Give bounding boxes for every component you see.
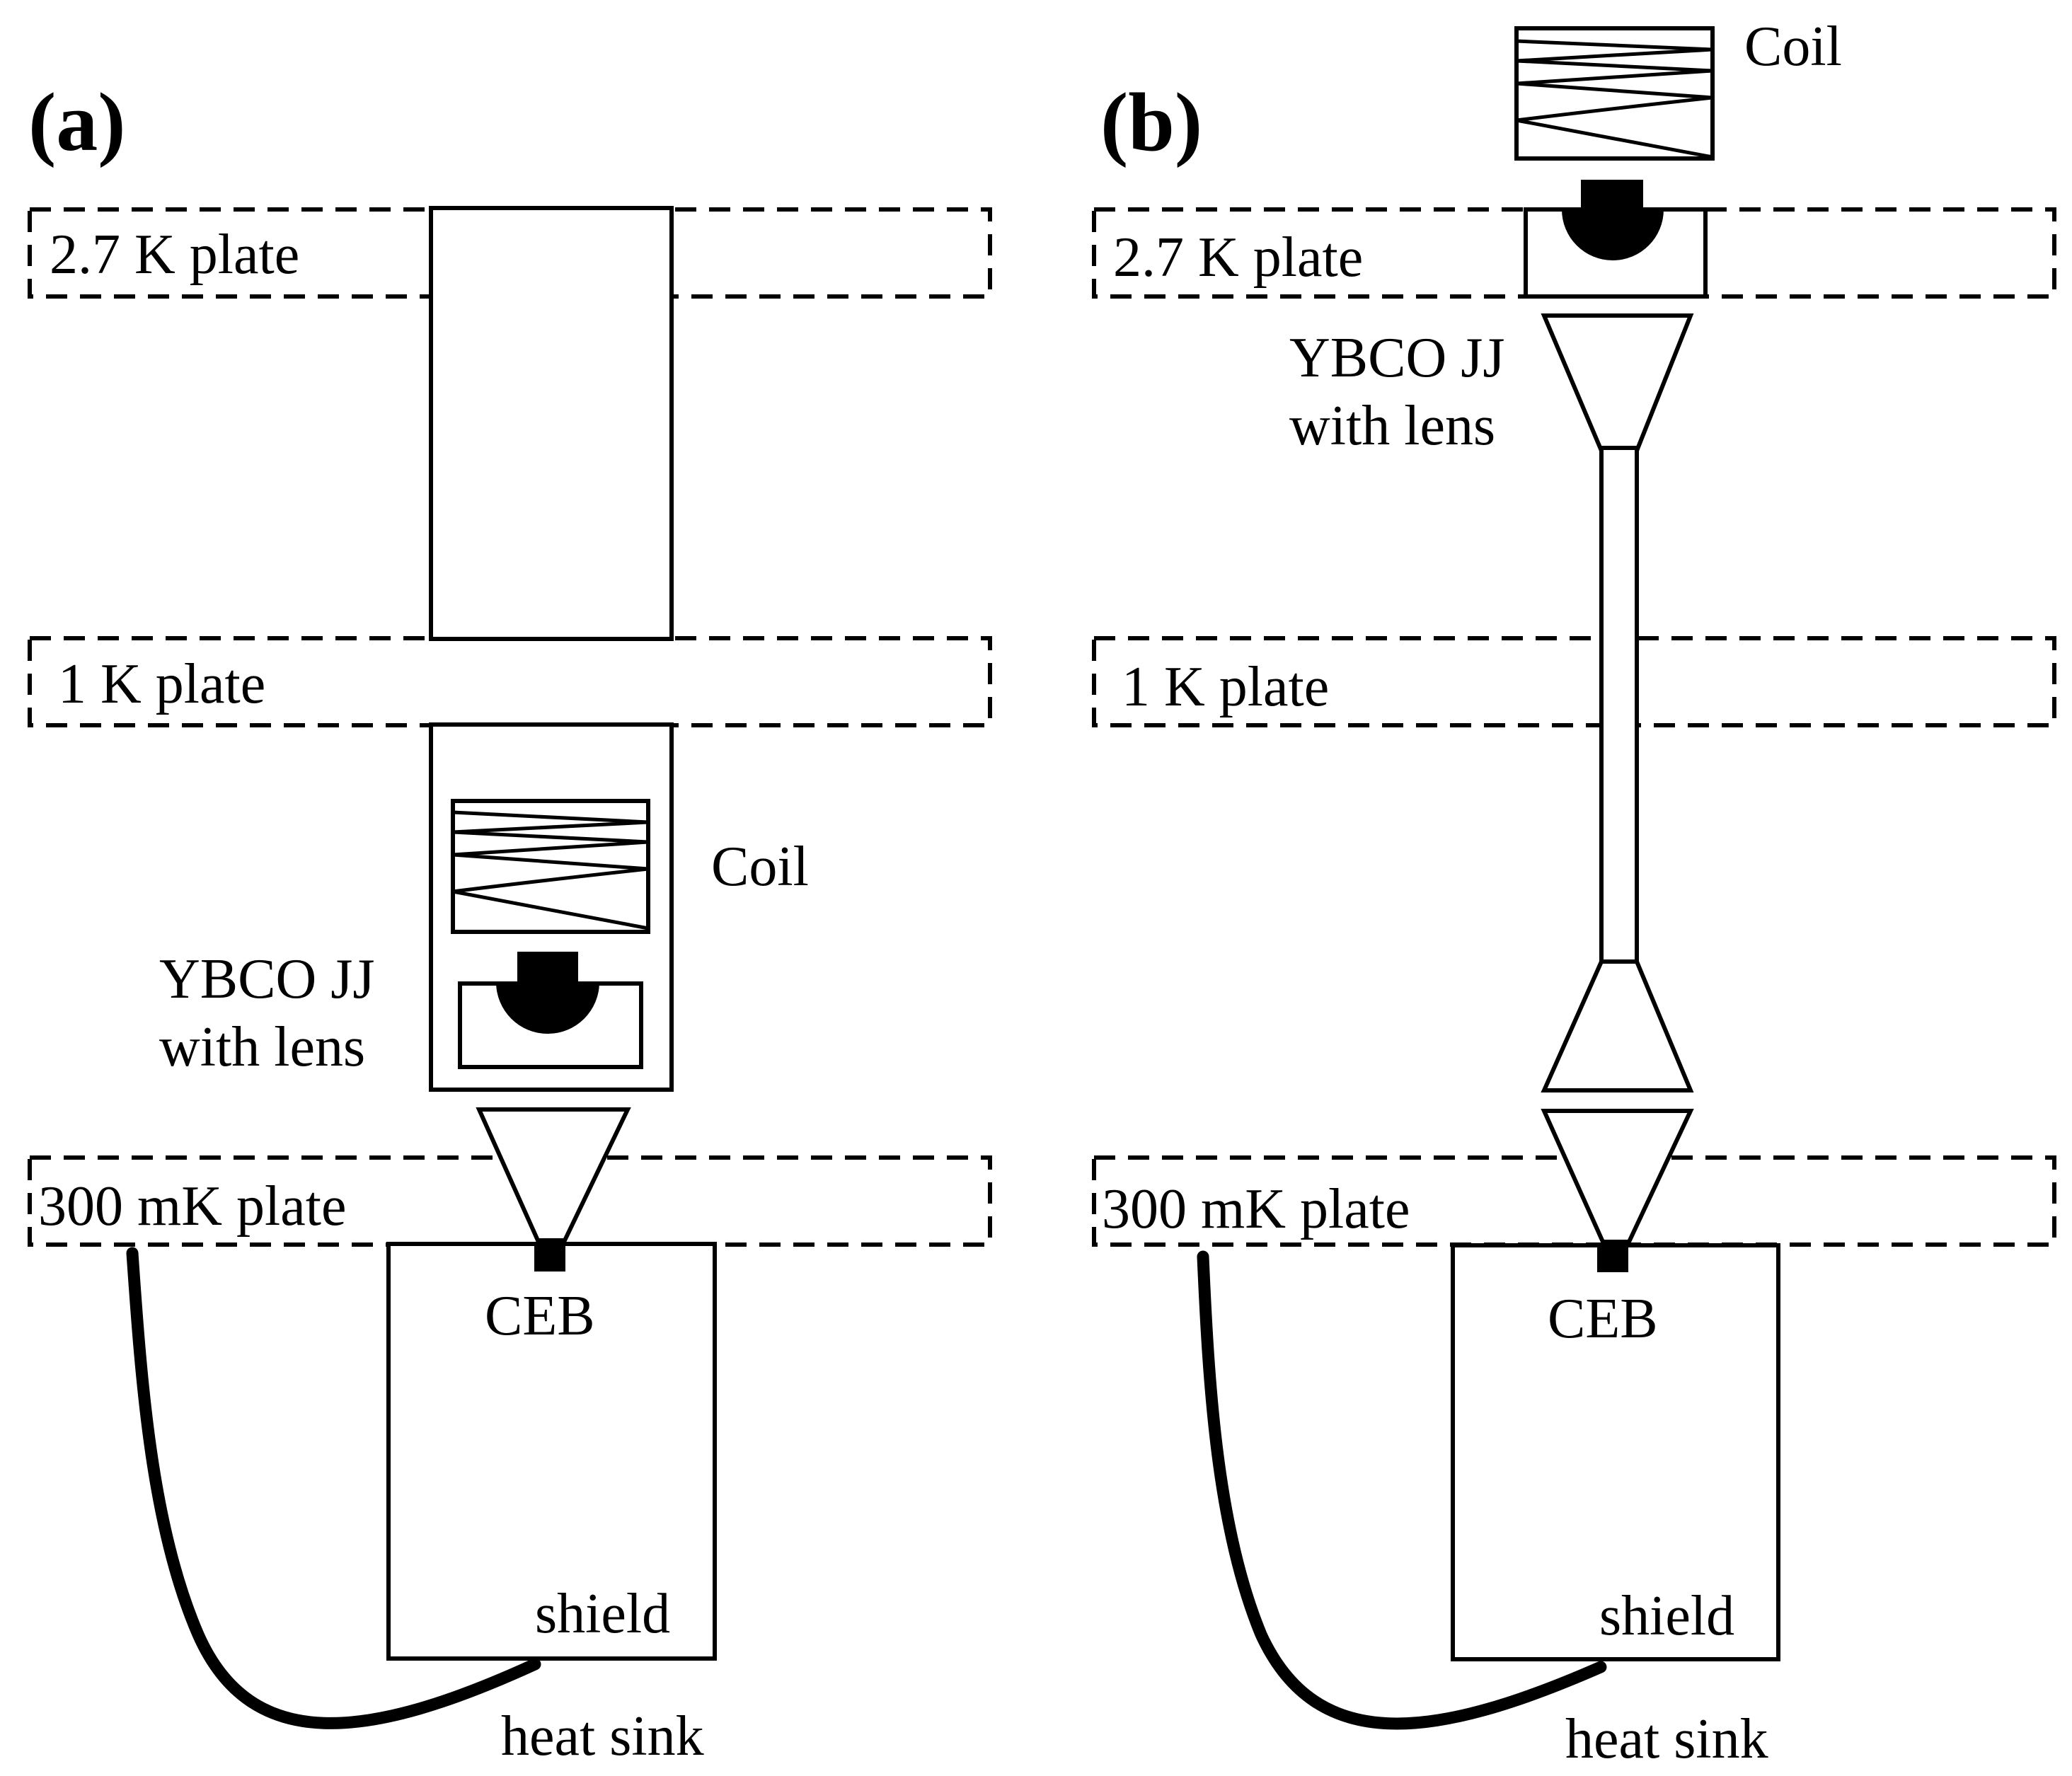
jj-lens-b — [1562, 209, 1664, 260]
jj-chip-a — [517, 952, 578, 984]
shield-b — [1451, 1243, 1780, 1661]
heatsink-label-a: heat sink — [501, 1705, 704, 1768]
ceb-chip-a — [534, 1243, 565, 1272]
jj-label-a-line2: with lens — [159, 1016, 365, 1078]
coil-label-a: Coil — [711, 836, 809, 898]
plate-label-300mk-a: 300 mK plate — [38, 1175, 346, 1238]
shield-label-b: shield — [1599, 1585, 1734, 1647]
jj-label-b-line2: with lens — [1289, 395, 1495, 457]
jj-label-b-line1: YBCO JJ — [1289, 327, 1505, 389]
plate-label-2p7k-a: 2.7 K plate — [50, 224, 299, 286]
cone-a — [476, 1107, 631, 1242]
waveguide-b — [1599, 446, 1639, 967]
heatsink-label-b: heat sink — [1565, 1708, 1768, 1770]
shield-label-a: shield — [535, 1583, 670, 1645]
coil-winding-a — [452, 810, 649, 930]
coil-winding-b — [1516, 39, 1713, 159]
plate-1k-b — [1092, 636, 2056, 727]
shield-a — [386, 1242, 717, 1661]
coil-label-b: Coil — [1744, 16, 1842, 78]
plate-label-1k-b: 1 K plate — [1122, 656, 1329, 718]
plate-label-2p7k-b: 2.7 K plate — [1113, 226, 1363, 289]
panel-a-label: (a) — [28, 76, 126, 168]
heat-sink-wire-b — [1197, 1250, 1607, 1730]
lower-housing-a — [429, 722, 674, 1092]
panel-a: (a) 2.7 K plate 1 K plate 300 mK plate C… — [28, 76, 992, 1768]
jj-lens-a — [496, 982, 599, 1034]
jj-chip-b — [1581, 180, 1643, 211]
lower-cone-b — [1541, 959, 1694, 1092]
ceb-chip-b — [1597, 1244, 1628, 1272]
panel-b-label: (b) — [1100, 76, 1202, 168]
plate-label-1k-a: 1 K plate — [58, 653, 265, 715]
ceb-label-b: CEB — [1548, 1288, 1658, 1350]
cone-b — [1541, 1109, 1694, 1244]
upper-cone-b — [1541, 313, 1694, 453]
upper-tube-a — [429, 206, 674, 641]
coil-b — [1514, 26, 1715, 161]
plate-label-300mk-b: 300 mK plate — [1102, 1178, 1410, 1240]
panel-b: (b) 2.7 K plate 1 K plate 300 mK plate C… — [1092, 16, 2056, 1770]
jj-label-a-line1: YBCO JJ — [159, 948, 375, 1010]
coil-a — [451, 799, 650, 934]
heat-sink-wire-a — [126, 1247, 541, 1729]
ceb-label-a: CEB — [485, 1285, 595, 1347]
